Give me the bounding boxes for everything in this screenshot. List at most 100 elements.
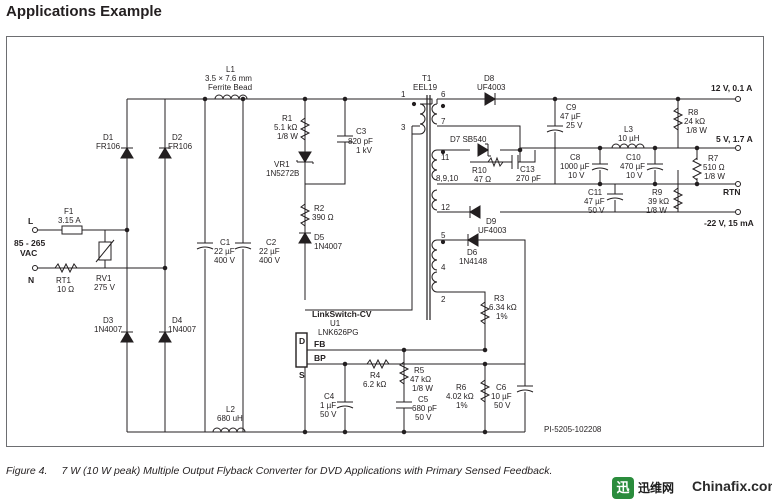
- output-rtn-label: RTN: [723, 187, 740, 197]
- r8-value2: 1/8 W: [686, 126, 707, 135]
- junction-dots: [124, 96, 700, 435]
- c2-ref: C2: [266, 238, 277, 247]
- watermark-site: Chinafix.com: [692, 478, 772, 494]
- d7-ref: D7 SB540: [450, 135, 487, 144]
- c6-ref: C6: [496, 383, 507, 392]
- r3-value2: 1%: [496, 312, 508, 321]
- pin-1: 1: [401, 90, 406, 99]
- d1-ref: D1: [103, 133, 114, 142]
- l3-inductor-symbol: [611, 143, 645, 149]
- watermark: 迅 迅维网 Chinafix.com: [612, 476, 772, 500]
- pin-3: 3: [401, 123, 406, 132]
- schematic-frame: [6, 36, 764, 447]
- u1-part: LNK626PG: [318, 328, 358, 337]
- r10-value: 47 Ω: [474, 175, 491, 184]
- c9-capacitor-symbol: [546, 125, 564, 184]
- l1-value2: Ferrite Bead: [208, 83, 252, 92]
- r7-ref: R7: [708, 154, 719, 163]
- c8-value1: 1000 µF: [560, 162, 590, 171]
- vr1-ref: VR1: [274, 160, 290, 169]
- output-5v-label: 5 V, 1.7 A: [716, 134, 753, 144]
- d4-ref: D4: [172, 316, 183, 325]
- c5-ref: C5: [418, 395, 429, 404]
- r8-value1: 24 kΩ: [684, 117, 705, 126]
- r3-value1: 6.34 kΩ: [489, 303, 517, 312]
- r1-value1: 5.1 kΩ: [274, 123, 297, 132]
- r6-resistor-symbol: [479, 379, 491, 403]
- r6-ref: R6: [456, 383, 467, 392]
- c5-value2: 50 V: [415, 413, 432, 422]
- bridge-diodes: [120, 147, 172, 343]
- c3-value2: 1 kV: [356, 146, 373, 155]
- c9-value2: 25 V: [566, 121, 583, 130]
- d4-value: 1N4007: [168, 325, 197, 334]
- t1-ref: T1: [422, 74, 432, 83]
- output-12v-label: 12 V, 0.1 A: [711, 83, 752, 93]
- t1-transformer-symbol: [411, 95, 446, 320]
- page-heading: Applications Example: [6, 3, 162, 20]
- c10-ref: C10: [626, 153, 641, 162]
- vr1-zener-symbol: [296, 151, 314, 164]
- pin-7: 7: [441, 117, 446, 126]
- r10-ref: R10: [472, 166, 487, 175]
- thermistor-symbol: [54, 262, 78, 274]
- r2-ref: R2: [314, 204, 325, 213]
- r1-ref: R1: [282, 114, 293, 123]
- d6-value: 1N4148: [459, 257, 488, 266]
- r7-resistor-symbol: [691, 157, 703, 181]
- c4-capacitor-symbol: [336, 401, 354, 409]
- rt1-ref: RT1: [56, 276, 72, 285]
- d3-ref: D3: [103, 316, 114, 325]
- u1-ref: U1: [330, 319, 341, 328]
- c1-value1: 22 µF: [214, 247, 235, 256]
- output-terminals: [32, 96, 741, 271]
- d8-value: UF4003: [477, 83, 506, 92]
- r9-ref: R9: [652, 188, 663, 197]
- u1-pin-fb: FB: [314, 339, 325, 349]
- c13-ref: C13: [520, 165, 535, 174]
- rt1-value: 10 Ω: [57, 285, 74, 294]
- c2-value1: 22 µF: [259, 247, 280, 256]
- r8-resistor-symbol: [672, 107, 684, 131]
- r8-ref: R8: [688, 108, 699, 117]
- pin-5: 5: [441, 231, 446, 240]
- r4-resistor-symbol: [366, 358, 390, 370]
- d2-value: FR106: [168, 142, 193, 151]
- r7-value1: 510 Ω: [703, 163, 725, 172]
- d1-value: FR106: [96, 142, 121, 151]
- r3-resistor-symbol: [479, 301, 491, 325]
- figure-number: Figure 4.: [6, 465, 48, 477]
- r3-ref: R3: [494, 294, 505, 303]
- pin-4: 4: [441, 263, 446, 272]
- c6-capacitor-symbol: [516, 385, 534, 393]
- c13-value: 270 pF: [516, 174, 541, 183]
- d9-diode-symbol: [469, 205, 481, 219]
- c5-value1: 680 pF: [412, 404, 437, 413]
- c11-value1: 47 µF: [584, 197, 605, 206]
- l3-value: 10 µH: [618, 134, 640, 143]
- c8-ref: C8: [570, 153, 581, 162]
- output-n22v-label: -22 V, 15 mA: [704, 218, 754, 228]
- watermark-name: 迅维网: [638, 481, 675, 495]
- c1-value2: 400 V: [214, 256, 236, 265]
- c11-ref: C11: [588, 188, 603, 197]
- d6-diode-symbol: [467, 233, 479, 247]
- r1-resistor-symbol: [299, 117, 311, 141]
- u1-pin-s: S: [299, 370, 305, 380]
- c1-ref: C1: [220, 238, 231, 247]
- c13-capacitor-symbol: [511, 155, 519, 169]
- t1-value: EEL19: [413, 83, 438, 92]
- f1-ref: F1: [64, 207, 74, 216]
- r9-value2: 1/8 W: [646, 206, 667, 215]
- input-line-label: L: [28, 216, 33, 226]
- u1-family: LinkSwitch-CV: [312, 309, 372, 319]
- l2-value: 680 uH: [217, 414, 243, 423]
- varistor-symbol: [95, 239, 115, 263]
- r1-value2: 1/8 W: [277, 132, 298, 141]
- input-neutral-label: N: [28, 275, 34, 285]
- c4-value1: 1 µF: [320, 401, 336, 410]
- figure-caption-text: 7 W (10 W peak) Multiple Output Flyback …: [61, 465, 553, 477]
- u1-ic-symbol: [295, 332, 325, 368]
- l2-inductor-symbol: [212, 427, 246, 433]
